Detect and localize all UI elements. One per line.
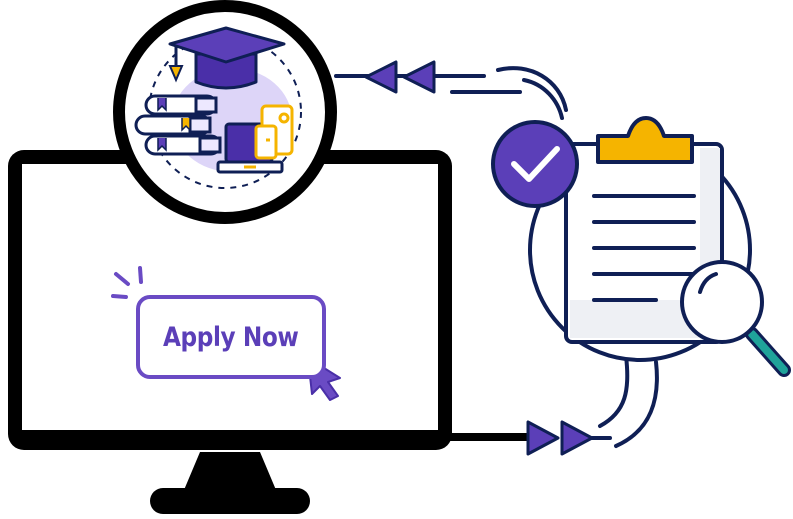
mobile-devices-icon	[254, 104, 294, 160]
monitor-base	[150, 488, 310, 514]
arrow-right-icon	[526, 420, 594, 456]
review-document-icon	[491, 116, 791, 377]
click-burst-icon	[111, 266, 143, 299]
education-dashed-ring	[148, 35, 302, 189]
arrow-left-icon	[364, 60, 436, 94]
apply-now-button[interactable]: Apply Now	[136, 295, 326, 379]
apply-now-label: Apply Now	[163, 321, 299, 353]
education-badge	[113, 0, 337, 224]
books-icon	[134, 94, 222, 156]
magnifier-icon	[680, 260, 791, 377]
checkmark-icon	[491, 120, 579, 208]
clipboard-clip-icon	[596, 116, 694, 164]
graduation-cap-icon	[168, 26, 286, 90]
monitor-stand	[184, 452, 276, 490]
clipboard-lines	[592, 194, 696, 302]
